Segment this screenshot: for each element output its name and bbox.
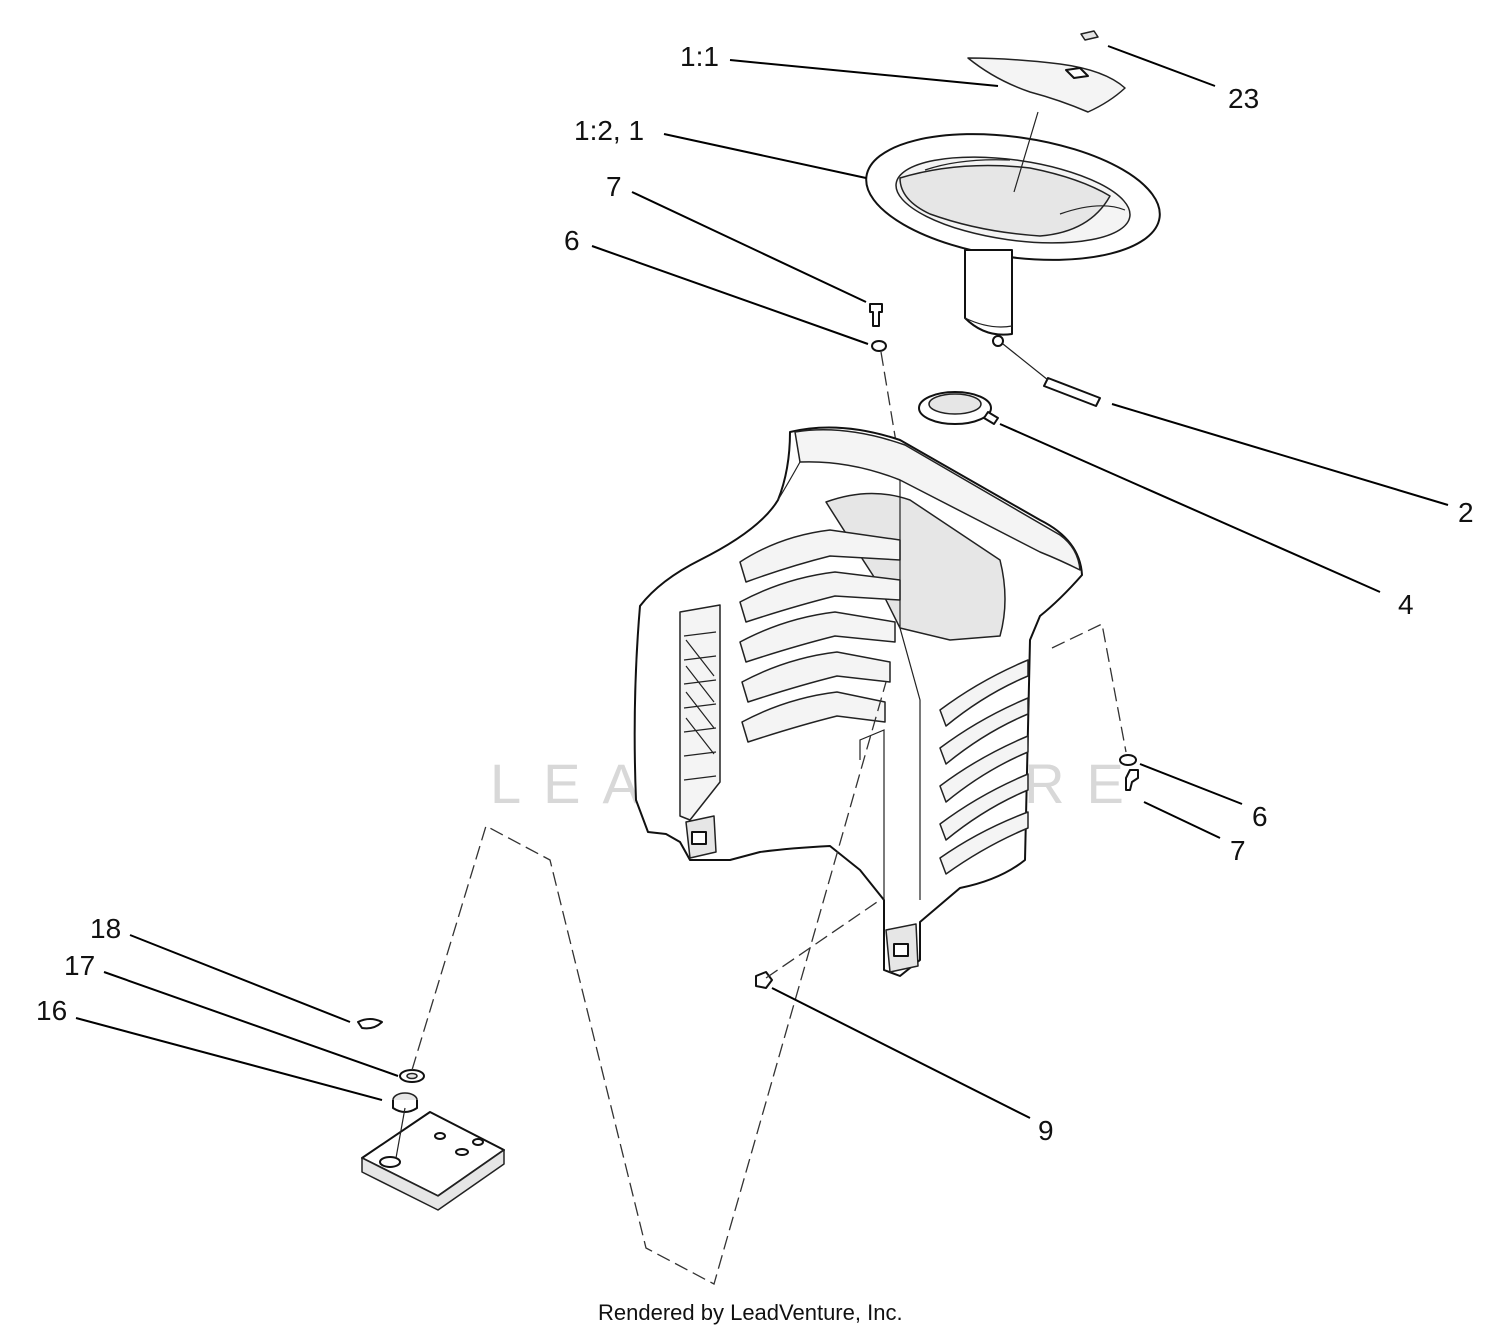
callout-4: 4 [1398, 589, 1414, 620]
footer-credit: Rendered by LeadVenture, Inc. [598, 1300, 903, 1325]
callout-6-right: 6 [1252, 801, 1268, 832]
part-steering-wheel [865, 111, 1161, 347]
callout-1-1: 1:1 [680, 41, 719, 72]
callout-18: 18 [90, 913, 121, 944]
console-shroud [633, 426, 1083, 977]
part-1-1-insert [967, 57, 1126, 113]
callout-17: 17 [64, 950, 95, 981]
left-vent-slots [739, 529, 901, 743]
part-16-bushing [392, 1092, 418, 1113]
part-17-washer [399, 1069, 425, 1083]
part-9-nut [755, 899, 881, 989]
callout-9: 9 [1038, 1115, 1054, 1146]
callout-1-2-1: 1:2, 1 [574, 115, 644, 146]
callout-6-top: 6 [564, 225, 580, 256]
mounting-plate [361, 1107, 505, 1211]
part-23-cap [1080, 30, 1099, 41]
part-4-bushing [918, 391, 999, 425]
callout-2: 2 [1458, 497, 1474, 528]
part-2-roll-pin [1002, 343, 1101, 407]
callout-16: 16 [36, 995, 67, 1026]
part-18-clip [357, 1018, 383, 1030]
callout-23: 23 [1228, 83, 1259, 114]
callout-7-top: 7 [606, 171, 622, 202]
leader-lines [75, 45, 1449, 1119]
part-6-7-right-fasteners [1051, 623, 1139, 791]
assembly-line-left [411, 681, 887, 1285]
callout-7-right: 7 [1230, 835, 1246, 866]
right-vent-slots [939, 659, 1029, 875]
